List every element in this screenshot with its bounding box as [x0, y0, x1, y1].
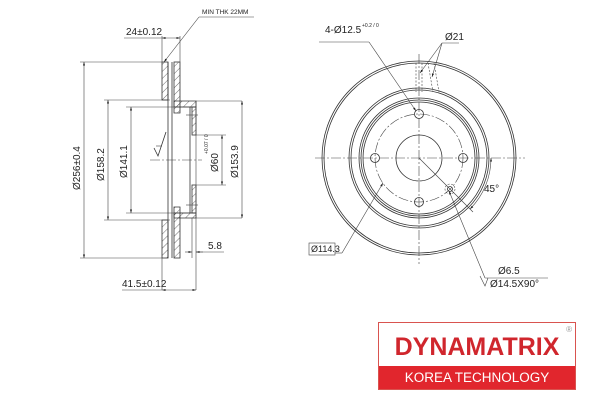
small-hole-label: Ø6.5	[498, 266, 520, 277]
bolt-holes-tolerance: +0.2 / 0	[362, 23, 379, 29]
center-bore-tolerance: +0.07 / 0	[204, 134, 210, 154]
countersink-label: Ø14.5X90°	[490, 279, 539, 290]
angle-label: 45°	[484, 184, 499, 195]
center-bore-label: Ø60	[210, 153, 221, 172]
hat-diameter-label: Ø153.9	[230, 145, 241, 178]
registered-mark: ®	[566, 325, 572, 334]
vent-label: Ø21	[445, 32, 464, 43]
diameter-158-label: Ø158.2	[96, 148, 107, 181]
front-view: 45° 4-Ø12.5 +0.2 / 0 Ø21 Ø114.3 Ø6.5 Ø14…	[308, 23, 548, 290]
brand-tagline: KOREA TECHNOLOGY	[379, 366, 575, 389]
side-view: Ø256±0.4 Ø158.2 Ø141.1 Ø60 +0.07 / 0 Ø15…	[72, 9, 254, 292]
outer-diameter-label: Ø256±0.4	[72, 146, 83, 190]
min-thickness-label: MIN THK 22MM	[202, 9, 248, 16]
thickness-label: 24±0.12	[126, 27, 163, 38]
brand-name: DYNAMATRIX	[394, 332, 560, 361]
brand-logo: DYNAMATRIX ® KOREA TECHNOLOGY	[378, 322, 576, 390]
bolt-holes-label: 4-Ø12.5	[325, 25, 362, 36]
pcd-label: Ø114.3	[311, 244, 340, 254]
total-height-label: 41.5±0.12	[122, 279, 167, 290]
diameter-141-label: Ø141.1	[119, 145, 130, 178]
hat-thickness-label: 5.8	[208, 241, 222, 252]
